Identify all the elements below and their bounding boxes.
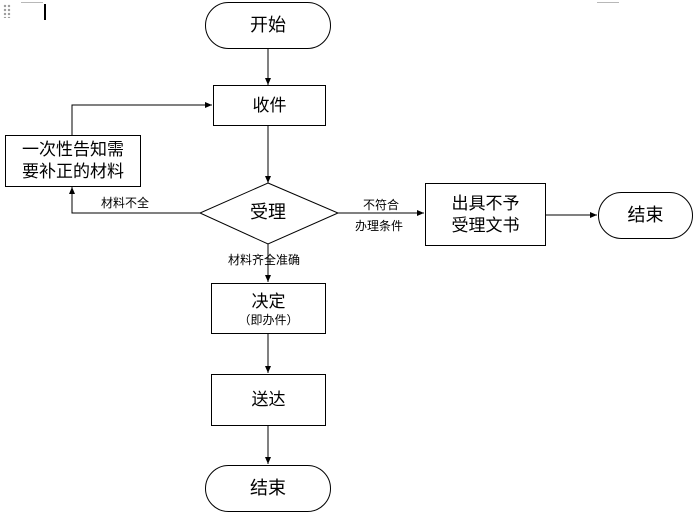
end-right-terminal: 结束 xyxy=(598,192,693,239)
decide-sublabel: （即办件） xyxy=(238,312,299,327)
edge-label-noncompliant-line2: 办理条件 xyxy=(355,219,404,233)
reject-label-line2: 受理文书 xyxy=(451,215,520,236)
accept-diamond xyxy=(198,182,340,245)
decide-label: 决定 xyxy=(251,291,286,312)
corner-mark-right xyxy=(597,2,619,3)
edge-label-noncompliant-line1: 不符合 xyxy=(363,198,400,212)
edge-notify-receive xyxy=(71,102,212,135)
text-cursor xyxy=(44,4,46,20)
end-bottom-terminal: 结束 xyxy=(205,465,331,512)
corner-mark-left xyxy=(21,2,43,3)
edge-label-complete: 材料齐全准确 xyxy=(228,253,301,267)
start-label: 开始 xyxy=(250,14,286,36)
edge-accept-notify xyxy=(69,187,200,214)
end-right-label: 结束 xyxy=(627,204,664,226)
notify-box: 一次性告知需 要补正的材料 xyxy=(5,135,141,187)
notify-label-line1: 一次性告知需 xyxy=(22,140,124,160)
notify-label-line2: 要补正的材料 xyxy=(22,162,124,182)
end-bottom-label: 结束 xyxy=(250,477,286,499)
deliver-label: 送达 xyxy=(251,390,286,410)
reject-box: 出具不予 受理文书 xyxy=(425,183,546,246)
receive-label: 收件 xyxy=(252,95,287,116)
start-terminal: 开始 xyxy=(205,2,331,49)
decide-box: 决定 （即办件） xyxy=(211,283,326,334)
accept-label: 受理 xyxy=(250,202,286,223)
reject-label-line1: 出具不予 xyxy=(451,193,520,214)
receive-box: 收件 xyxy=(213,85,326,126)
deliver-box: 送达 xyxy=(211,374,326,426)
drag-handle-icon[interactable] xyxy=(3,4,11,18)
edge-label-incomplete: 材料不全 xyxy=(101,196,150,210)
